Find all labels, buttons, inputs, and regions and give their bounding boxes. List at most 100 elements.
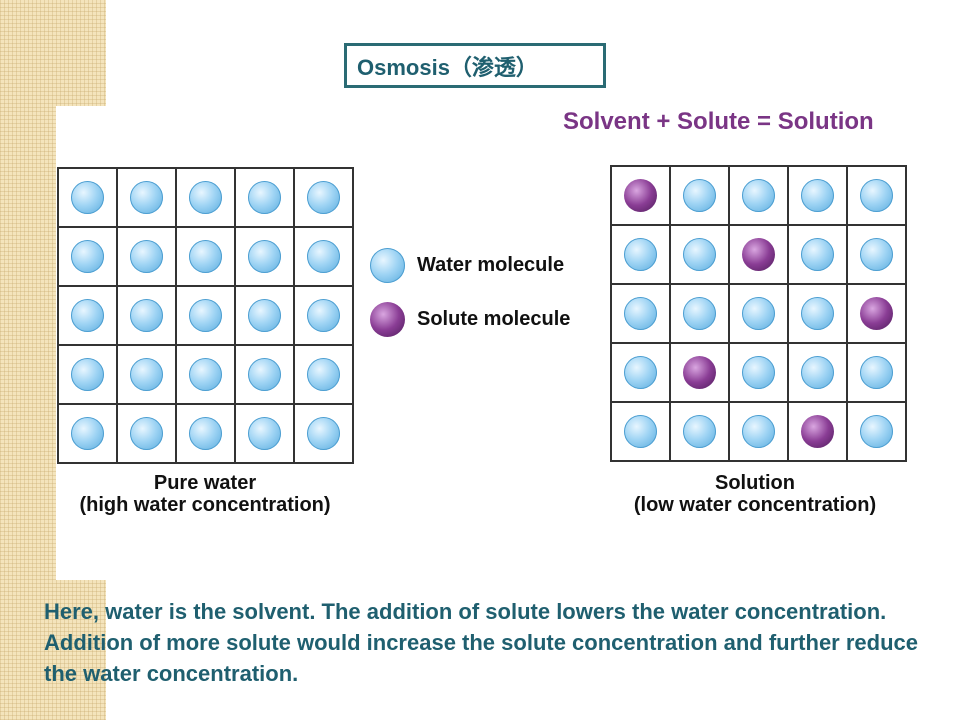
water-molecule-icon <box>624 297 657 330</box>
water-molecule-icon <box>189 181 222 214</box>
water-molecule-icon <box>130 417 163 450</box>
solute-molecule-icon <box>683 356 716 389</box>
water-molecule-icon <box>801 238 834 271</box>
legend-item-solute: Solute molecule <box>370 296 570 342</box>
solution-caption: Solution (low water concentration) <box>595 472 915 516</box>
water-molecule-icon <box>130 299 163 332</box>
water-molecule-icon <box>801 179 834 212</box>
grid-cell <box>295 287 352 344</box>
grid-cell <box>612 285 669 342</box>
water-molecule-icon <box>860 356 893 389</box>
water-molecule-icon <box>683 297 716 330</box>
water-molecule-icon <box>130 358 163 391</box>
water-molecule-icon <box>248 240 281 273</box>
water-molecule-icon <box>801 356 834 389</box>
grid-cell <box>177 287 234 344</box>
water-molecule-icon <box>742 297 775 330</box>
grid-cell <box>118 346 175 403</box>
grid-cell <box>730 167 787 224</box>
water-molecule-icon <box>189 240 222 273</box>
water-molecule-icon <box>248 417 281 450</box>
water-molecule-icon <box>189 417 222 450</box>
water-molecule-icon <box>248 299 281 332</box>
water-molecule-icon <box>189 299 222 332</box>
water-molecule-icon <box>307 417 340 450</box>
water-molecule-icon <box>801 297 834 330</box>
water-molecule-icon <box>307 240 340 273</box>
grid-cell <box>671 285 728 342</box>
grid-cell <box>236 228 293 285</box>
grid-cell <box>848 285 905 342</box>
grid-cell <box>848 167 905 224</box>
grid-cell <box>848 344 905 401</box>
water-molecule-icon <box>683 179 716 212</box>
grid-cell <box>118 169 175 226</box>
grid-cell <box>730 226 787 283</box>
grid-cell <box>177 346 234 403</box>
grid-cell <box>848 403 905 460</box>
water-molecule-icon <box>624 415 657 448</box>
grid-cell <box>118 287 175 344</box>
pure-water-caption-title: Pure water <box>153 472 257 494</box>
grid-cell <box>59 287 116 344</box>
water-molecule-icon <box>683 238 716 271</box>
water-molecule-icon <box>683 415 716 448</box>
legend-item-water: Water molecule <box>370 242 570 288</box>
grid-cell <box>671 344 728 401</box>
water-molecule-icon <box>307 181 340 214</box>
water-molecule-icon <box>860 238 893 271</box>
grid-cell <box>177 169 234 226</box>
water-molecule-icon <box>189 358 222 391</box>
water-molecule-icon <box>71 358 104 391</box>
solute-molecule-icon <box>742 238 775 271</box>
grid-cell <box>612 167 669 224</box>
grid-cell <box>789 167 846 224</box>
grid-cell <box>295 405 352 462</box>
grid-cell <box>612 226 669 283</box>
grid-cell <box>295 169 352 226</box>
grid-cell <box>236 287 293 344</box>
water-molecule-icon <box>624 356 657 389</box>
grid-cell <box>118 228 175 285</box>
grid-cell <box>59 169 116 226</box>
grid-cell <box>612 344 669 401</box>
solute-molecule-icon <box>624 179 657 212</box>
grid-cell <box>730 344 787 401</box>
grid-cell <box>671 403 728 460</box>
solute-molecule-icon <box>860 297 893 330</box>
water-molecule-icon <box>71 417 104 450</box>
solute-molecule-icon <box>370 301 405 337</box>
pure-water-caption-subtitle: (high water concentration) <box>79 494 331 516</box>
pure-water-grid <box>57 167 354 464</box>
water-molecule-icon <box>624 238 657 271</box>
water-molecule-icon <box>860 179 893 212</box>
grid-cell <box>789 285 846 342</box>
equation-text: Solvent + Solute = Solution <box>563 108 874 135</box>
grid-cell <box>177 228 234 285</box>
grid-cell <box>59 405 116 462</box>
legend-label-water: Water molecule <box>417 253 565 276</box>
grid-cell <box>848 226 905 283</box>
grid-cell <box>789 403 846 460</box>
grid-cell <box>789 226 846 283</box>
grid-cell <box>118 405 175 462</box>
grid-cell <box>236 405 293 462</box>
water-molecule-icon <box>742 356 775 389</box>
solute-molecule-icon <box>801 415 834 448</box>
slide-title: Osmosis（渗透） <box>344 43 606 88</box>
grid-cell <box>671 226 728 283</box>
grid-cell <box>177 405 234 462</box>
water-molecule-icon <box>370 247 405 283</box>
grid-cell <box>59 346 116 403</box>
grid-cell <box>59 228 116 285</box>
solution-grid <box>610 165 907 462</box>
explanation-text: Here, water is the solvent. The addition… <box>44 599 918 686</box>
grid-cell <box>730 285 787 342</box>
solution-caption-title: Solution <box>715 472 795 494</box>
legend: Water molecule Solute molecule <box>370 242 570 350</box>
water-molecule-icon <box>71 181 104 214</box>
grid-cell <box>295 346 352 403</box>
grid-cell <box>789 344 846 401</box>
water-molecule-icon <box>248 181 281 214</box>
grid-cell <box>612 403 669 460</box>
